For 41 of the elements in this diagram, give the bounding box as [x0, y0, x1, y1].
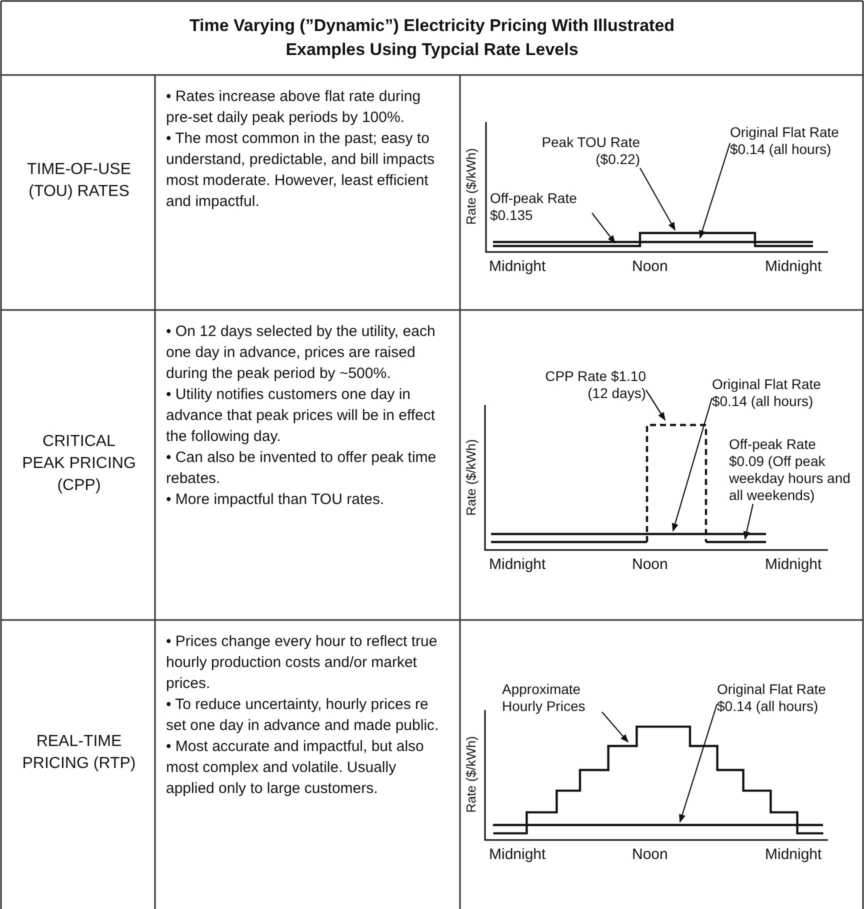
- leader-line: [679, 704, 718, 823]
- axis-title: Rate ($/kWh): [462, 735, 480, 815]
- callout-text: CPP Rate $1.10 (12 days): [544, 368, 646, 402]
- leader-line: [602, 712, 629, 743]
- axis-label: Noon: [632, 846, 668, 863]
- leader-line: [743, 504, 754, 540]
- bullet-text: • Prices change every hour to reflect true hourly production costs and/or market prices.: [166, 632, 438, 694]
- callout-text: Original Flat Rate $0.14 (all hours): [730, 124, 840, 158]
- callout-text: Original Flat Rate $0.14 (all hours): [712, 376, 822, 410]
- callout-text: Off-peak Rate $0.09 (Off peak weekday hours and all weekends): [729, 436, 851, 504]
- bullet-text: • To reduce uncertainty, hourly prices re set one day in advance and made public.: [166, 695, 440, 736]
- callout-text: Approximate Hourly Prices: [502, 681, 586, 715]
- bullet-text: • On 12 days selected by the utility, each one day in advance, prices are raised during the peak period by ~500%.: [166, 322, 436, 384]
- bullet-text: • Rates increase above flat rate during pre-set daily peak periods by 100%.: [166, 87, 422, 128]
- leader-line: [699, 142, 731, 239]
- leader-line: [592, 212, 616, 244]
- title: Time Varying (”Dynamic”) Electricity Pricing With Illustrated Examples Using Typcial Rate Levels: [188, 15, 676, 61]
- axis-title: Rate ($/kWh): [462, 438, 480, 518]
- bullet-text: • Most accurate and impactful, but also most complex and volatile. Usually applied only to large customers.: [166, 737, 425, 799]
- row-heading: CRITICAL PEAK PRICING (CPP): [21, 432, 137, 496]
- bullet-text: • More impactful than TOU rates.: [166, 490, 386, 510]
- leader-line: [639, 168, 676, 231]
- axis-label: Midnight: [765, 556, 822, 573]
- bullet-text: • Utility notifies customers one day in advance that peak prices will be in effect the following day.: [166, 385, 436, 447]
- axis-label: Noon: [632, 258, 668, 275]
- axis-label: Midnight: [489, 846, 546, 863]
- axis-label: Midnight: [489, 258, 546, 275]
- axis-label: Midnight: [765, 258, 822, 275]
- leader-line: [672, 398, 713, 532]
- callout-text: Off-peak Rate $0.135: [490, 190, 578, 224]
- callout-text: Original Flat Rate $0.14 (all hours): [717, 681, 827, 715]
- row-heading: REAL-TIME PRICING (RTP): [21, 732, 137, 774]
- axis-label: Noon: [632, 556, 668, 573]
- axis-label: Midnight: [765, 846, 822, 863]
- axis-title: Rate ($/kWh): [462, 147, 480, 227]
- bullet-text: • Can also be invented to offer peak time rebates.: [166, 448, 438, 489]
- row-heading: TIME-OF-USE (TOU) RATES: [26, 160, 132, 202]
- leader-line: [646, 390, 666, 421]
- axis-label: Midnight: [489, 556, 546, 573]
- callout-text: Peak TOU Rate ($0.22): [540, 134, 640, 168]
- bullet-text: • The most common in the past; easy to understand, predictable, and bill impacts most moderate. However, least efficient and impactful.: [166, 129, 436, 212]
